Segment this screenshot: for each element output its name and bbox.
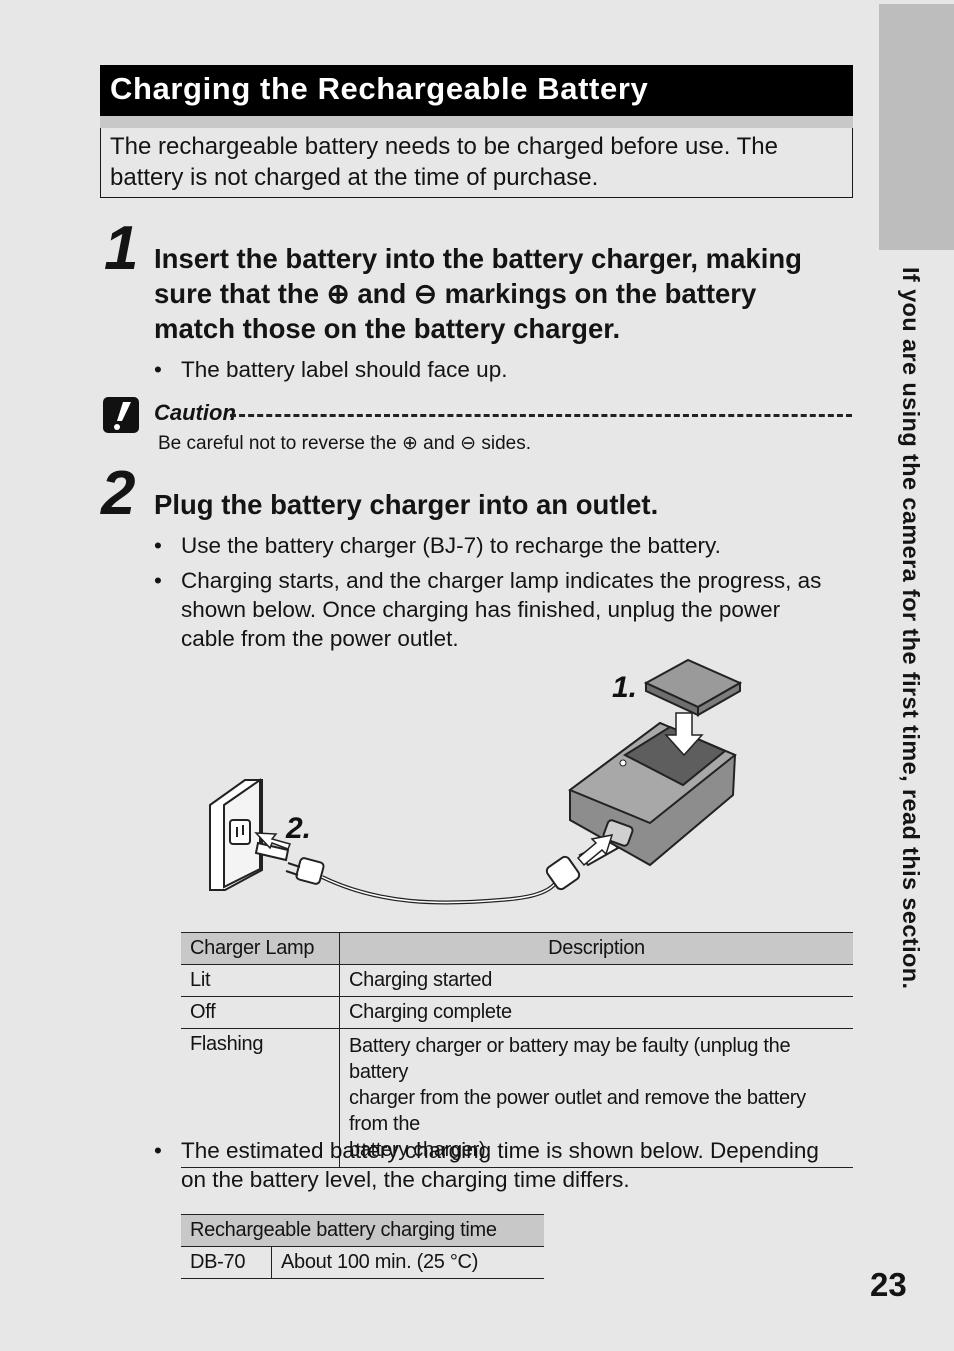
bullet-text: The estimated battery charging time is s… xyxy=(181,1136,861,1194)
caution-title: Caution xyxy=(154,400,236,425)
charging-time-cell: About 100 min. (25 °C) xyxy=(271,1246,544,1279)
page-number: 23 xyxy=(870,1266,907,1303)
bullet-dot: • xyxy=(154,533,162,558)
intro-box: The rechargeable battery needs to be cha… xyxy=(100,128,853,198)
battery-model-cell: DB-70 xyxy=(181,1246,272,1279)
bullet-dot: • xyxy=(154,1138,162,1163)
charger-lamp-table: Charger Lamp Description Lit Charging st… xyxy=(181,932,853,1168)
lamp-cell: Flashing xyxy=(181,1028,340,1168)
power-cord-image xyxy=(254,838,620,905)
bullet-text: Use the battery charger (BJ-7) to rechar… xyxy=(181,533,721,558)
description-cell: Charging started xyxy=(339,964,853,997)
step-1-heading-line-2: sure that the ⊕ and ⊖ markings on the ba… xyxy=(154,278,757,309)
section-tab-label: If you are using the camera for the firs… xyxy=(898,267,924,990)
time-table-header: Rechargeable battery charging time xyxy=(181,1214,544,1247)
step-1-heading-line-1: Insert the battery into the battery char… xyxy=(154,243,802,274)
bullet-line-2: on the battery level, the charging time … xyxy=(181,1167,630,1192)
table-row: Off Charging complete xyxy=(181,996,853,1029)
bullet-line-1: Charging starts, and the charger lamp in… xyxy=(181,568,822,593)
column-header-lamp: Charger Lamp xyxy=(181,932,340,965)
step-2-heading: Plug the battery charger into an outlet. xyxy=(154,489,659,520)
step-1-heading-line-3: match those on the battery charger. xyxy=(154,313,621,344)
arrow-up-right-icon xyxy=(576,834,614,867)
description-cell: Charging complete xyxy=(339,996,853,1029)
page-title: Charging the Rechargeable Battery xyxy=(100,65,853,116)
caution-text: Be careful not to reverse the ⊕ and ⊖ si… xyxy=(158,433,531,454)
charger-illustration: 2. 1. xyxy=(209,658,743,905)
bullet-line-2: shown below. Once charging has finished,… xyxy=(181,597,781,622)
bullet-text: The battery label should face up. xyxy=(181,357,508,382)
column-header-description: Description xyxy=(339,932,853,965)
step-number-1: 1 xyxy=(104,214,139,283)
description-line-2: charger from the power outlet and remove… xyxy=(349,1087,806,1135)
description-line-1: Battery charger or battery may be faulty… xyxy=(349,1035,791,1083)
lamp-cell: Lit xyxy=(181,964,340,997)
bullet-line-1: The estimated battery charging time is s… xyxy=(181,1138,819,1163)
description-cell: Battery charger or battery may be faulty… xyxy=(339,1028,853,1168)
arrow-left-icon xyxy=(254,832,292,850)
table-header-row: Charger Lamp Description xyxy=(181,932,853,965)
caution-icon xyxy=(103,397,139,433)
caution-divider xyxy=(230,414,852,417)
section-tab xyxy=(879,4,954,250)
bullet-dot: • xyxy=(154,568,162,593)
step-1-heading: Insert the battery into the battery char… xyxy=(154,241,802,346)
intro-line-1: The rechargeable battery needs to be cha… xyxy=(110,133,779,160)
intro-line-2: battery is not charged at the time of pu… xyxy=(110,164,599,191)
battery-charger-image xyxy=(567,721,737,867)
battery-image xyxy=(643,658,743,717)
step-number-2: 2 xyxy=(101,459,136,528)
title-underline xyxy=(100,116,853,128)
lamp-cell: Off xyxy=(181,996,340,1029)
arrow-down-icon xyxy=(664,712,704,757)
bullet-dot: • xyxy=(154,357,162,382)
charging-time-table: Rechargeable battery charging time DB-70… xyxy=(181,1214,544,1279)
step-label-1: 1. xyxy=(612,671,637,704)
bullet-text: Charging starts, and the charger lamp in… xyxy=(181,566,861,653)
table-row: DB-70 About 100 min. (25 °C) xyxy=(181,1246,544,1279)
step-label-2: 2. xyxy=(285,812,311,845)
table-row: Lit Charging started xyxy=(181,964,853,997)
wall-outlet-image xyxy=(209,778,263,891)
bullet-line-3: cable from the power outlet. xyxy=(181,626,459,651)
table-header-row: Rechargeable battery charging time xyxy=(181,1214,544,1247)
table-row: Flashing Battery charger or battery may … xyxy=(181,1028,853,1168)
description-line-3: battery charger). xyxy=(349,1139,491,1161)
